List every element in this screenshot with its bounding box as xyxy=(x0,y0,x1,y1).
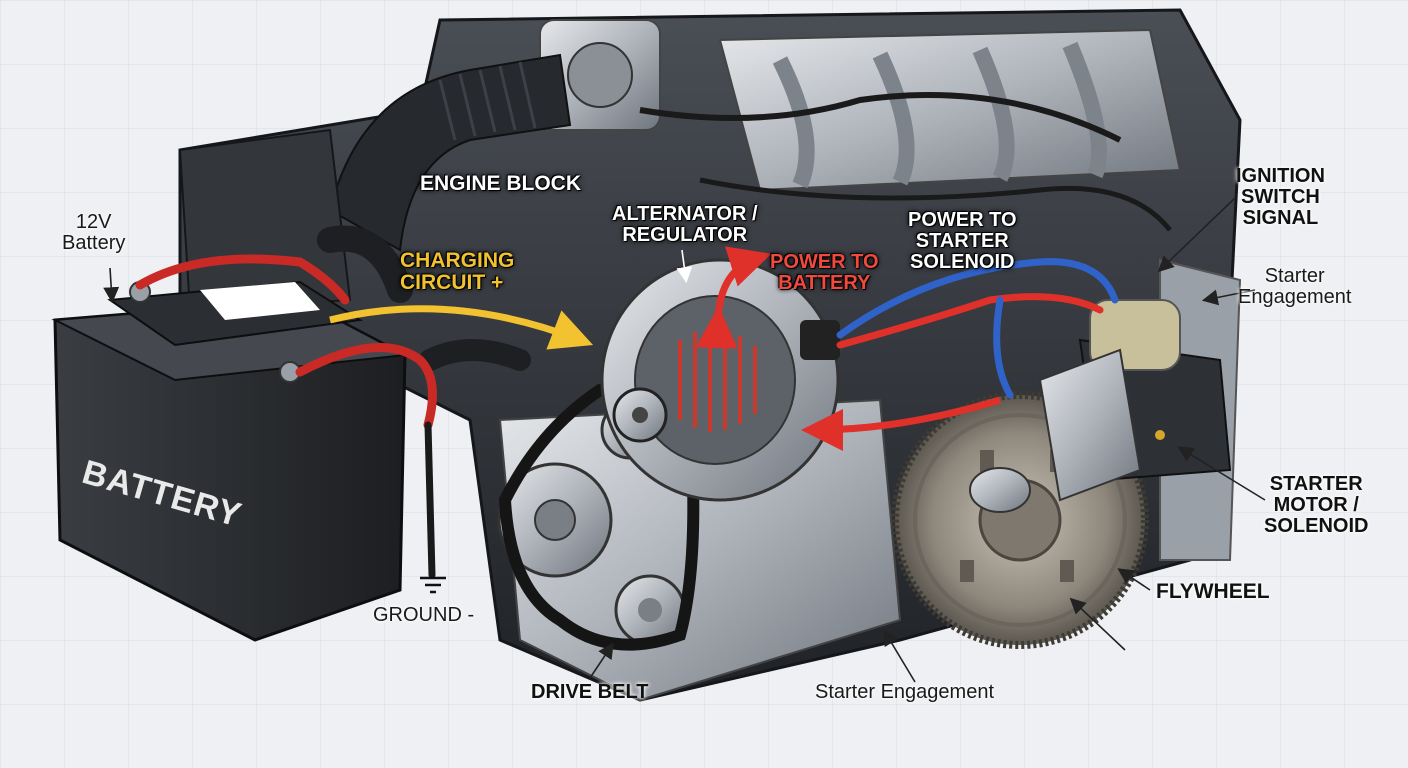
label-power-to-battery: POWER TO BATTERY xyxy=(770,251,879,294)
label-starter-engagement-top: Starter Engagement xyxy=(1238,265,1352,308)
charging-circuit-arrow xyxy=(329,305,594,350)
label-power-to-starter-solenoid: POWER TO STARTER SOLENOID xyxy=(908,209,1017,273)
label-flywheel: FLYWHEEL xyxy=(1156,580,1270,603)
label-ground: GROUND - xyxy=(373,604,475,626)
label-drive-belt: DRIVE BELT xyxy=(531,681,649,703)
starter-motor xyxy=(969,299,1232,513)
label-ignition-switch-signal: IGNITION SWITCH SIGNAL xyxy=(1236,165,1325,229)
power-to-battery-arrow xyxy=(695,246,772,349)
label-starter-motor-solenoid: STARTER MOTOR / SOLENOID xyxy=(1264,473,1369,537)
starter-wires xyxy=(836,258,1119,399)
label-12v-battery: 12V Battery xyxy=(62,211,126,254)
label-charging-circuit: CHARGING CIRCUIT + xyxy=(400,249,515,295)
leader-lines xyxy=(103,197,1266,683)
return-power-arrow xyxy=(801,396,1002,451)
label-starter-engagement-bottom: Starter Engagement xyxy=(815,681,994,703)
label-alternator-regulator: ALTERNATOR / REGULATOR xyxy=(612,203,758,246)
label-engine-block: ENGINE BLOCK xyxy=(420,172,582,195)
ground-symbol-icon xyxy=(420,576,446,594)
battery-cables xyxy=(135,254,437,579)
